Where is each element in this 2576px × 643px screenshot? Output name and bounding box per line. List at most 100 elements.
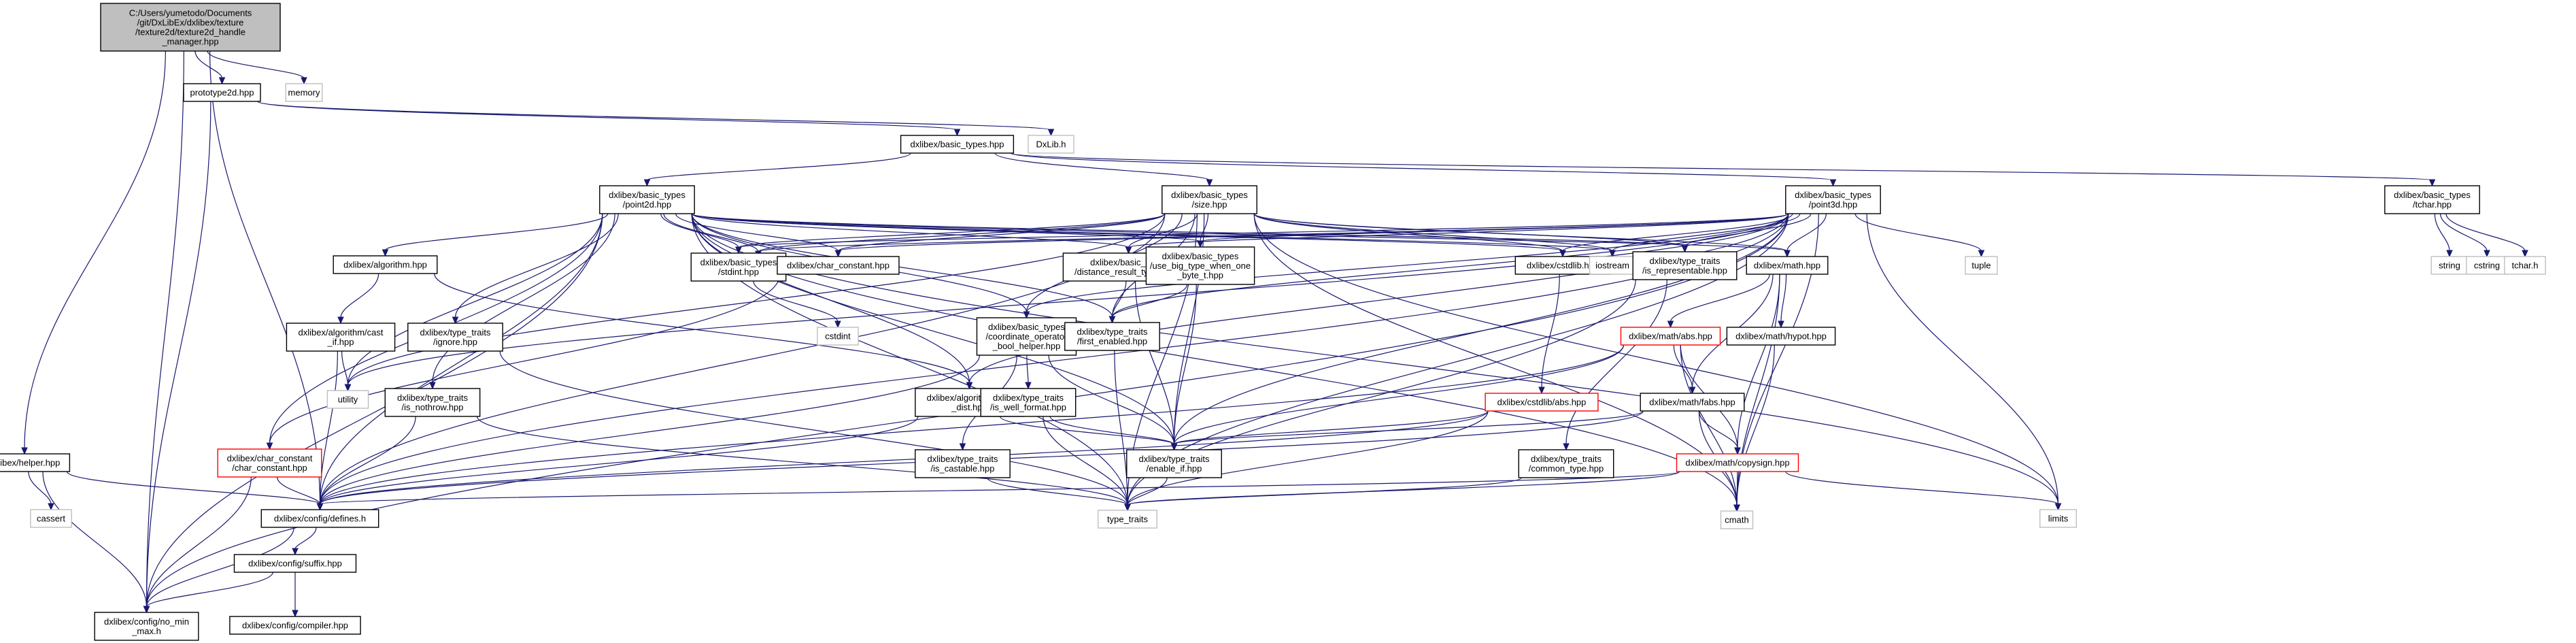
node-common_type[interactable]: dxlibex/type_traits/common_type.hpp (1518, 449, 1614, 478)
node-label: tchar.h (2511, 261, 2538, 271)
edge-point3d-to-char_constant_hpp (837, 213, 1789, 252)
arrowhead-suffix-to-compiler (292, 610, 299, 618)
edge-helper-to-defines (66, 471, 321, 505)
arrowhead-main-to-memory (301, 77, 307, 85)
node-label: dxlibex/type_traits (397, 393, 469, 403)
node-defines[interactable]: dxlibex/config/defines.h (260, 509, 379, 528)
edge-algorithm_hpp-to-safe_dist (434, 273, 970, 384)
node-cast_if[interactable]: dxlibex/algorithm/cast_if.hpp (286, 323, 396, 352)
edge-cc_cc-to-defines (277, 476, 321, 505)
node-label: utility (338, 395, 358, 405)
node-label: dxlibex/algorithm.hpp (343, 260, 427, 270)
node-copysign[interactable]: dxlibex/math/copysign.hpp (1676, 453, 1799, 472)
node-box-is_nothrow (384, 388, 481, 417)
edge-enable_if-to-type_traits (1127, 477, 1168, 506)
node-point3d[interactable]: dxlibex/basic_types/point3d.hpp (1785, 185, 1881, 214)
node-label: _manager.hpp (161, 37, 218, 47)
node-math_hpp[interactable]: dxlibex/math.hpp (1746, 256, 1829, 275)
node-helper[interactable]: dxlibex/helper.hpp (0, 453, 71, 472)
node-label: dxlibex/basic_types (988, 322, 1065, 332)
node-label: dxlibex/basic_types.hpp (910, 139, 1004, 150)
node-is_castable[interactable]: dxlibex/type_traits/is_castable.hpp (915, 449, 1011, 478)
edge-point3d-to-safe_dist (968, 213, 1789, 384)
node-algorithm_hpp[interactable]: dxlibex/algorithm.hpp (333, 255, 438, 274)
node-enable_if[interactable]: dxlibex/type_traits/enable_if.hpp (1126, 449, 1222, 478)
node-math_abs[interactable]: dxlibex/math/abs.hpp (1620, 327, 1721, 346)
node-prototype2d[interactable]: prototype2d.hpp (183, 83, 261, 102)
node-cstdlib_abs[interactable]: dxlibex/cstdlib/abs.hpp (1485, 393, 1599, 412)
arrowhead-main-to-prototype2d (218, 77, 226, 85)
edge-point2d-to-ignore (454, 213, 619, 318)
node-label: C:/Users/yumetodo/Documents (129, 8, 252, 18)
node-hypot[interactable]: dxlibex/math/hypot.hpp (1726, 327, 1836, 346)
edge-cstdlib_abs-to-enable_if (1173, 410, 1489, 445)
node-coord_op[interactable]: dxlibex/basic_types/coordinate_operator_… (976, 317, 1077, 356)
arrowhead-algorithm_hpp-to-safe_dist (966, 382, 973, 390)
node-label: dxlibex/config/suffix.hpp (248, 559, 342, 569)
node-label: dxlibex/type_traits (1138, 454, 1210, 464)
node-label: string (2439, 261, 2460, 271)
node-compiler[interactable]: dxlibex/config/compiler.hpp (229, 616, 361, 635)
arrowhead-point3d-to-coord_op (1023, 311, 1030, 319)
arrowhead-point3d-to-distance_result (1125, 246, 1132, 254)
arrowhead-copysign-to-defines (316, 503, 324, 511)
node-suffix[interactable]: dxlibex/config/suffix.hpp (233, 554, 357, 573)
arrowhead-prototype2d-to-dxlib_h (1047, 129, 1055, 137)
arrowhead-tchar_hpp-to-cstring (2484, 250, 2490, 258)
node-label: dxlibex/cstdlib/abs.hpp (1497, 397, 1587, 408)
node-box-defines (260, 509, 379, 528)
node-label: /is_well_format.hpp (990, 402, 1066, 412)
node-box-cc_cc (217, 448, 322, 478)
node-label: /point2d.hpp (623, 199, 672, 210)
node-char_constant_hpp[interactable]: dxlibex/char_constant.hpp (777, 256, 900, 275)
edge-point2d-to-enable_if (691, 213, 1175, 445)
node-label: /is_castable.hpp (931, 463, 995, 474)
arrowhead-defines-to-suffix (292, 548, 299, 556)
node-label: dxlibex/math.hpp (1754, 261, 1820, 271)
edge-main-to-memory (207, 50, 305, 79)
node-point2d[interactable]: dxlibex/basic_types/point2d.hpp (599, 185, 695, 214)
node-box-memory (285, 83, 323, 102)
node-box-coord_op (976, 317, 1077, 356)
node-basic_types[interactable]: dxlibex/basic_types.hpp (900, 135, 1015, 154)
node-box-utility (326, 390, 369, 409)
node-label: /coordinate_operator (986, 331, 1068, 342)
edge-defines-to-no_min_max (146, 527, 294, 608)
node-label: dxlibex/math/fabs.hpp (1649, 397, 1735, 408)
node-label: dxlibex/char_constant.hpp (787, 261, 889, 271)
node-size[interactable]: dxlibex/basic_types/size.hpp (1162, 185, 1257, 214)
node-label: dxlibex/basic_types (1162, 251, 1239, 261)
edge-point2d-to-algorithm_hpp (384, 213, 609, 251)
node-fabs[interactable]: dxlibex/math/fabs.hpp (1640, 393, 1745, 412)
node-box-use_big_type (1145, 246, 1255, 285)
node-ignore[interactable]: dxlibex/type_traits/ignore.hpp (407, 323, 503, 352)
edge-use_big_type-to-enable_if (1173, 284, 1197, 445)
edge-point2d-to-first_enabled (691, 213, 1113, 318)
node-use_big_type[interactable]: dxlibex/basic_types/use_big_type_when_on… (1145, 246, 1255, 285)
node-tchar_hpp[interactable]: dxlibex/basic_types/tchar.hpp (2384, 185, 2480, 214)
edge-point2d-to-cstdlib_hpp (691, 213, 1563, 252)
node-first_enabled[interactable]: dxlibex/type_traits/first_enabled.hpp (1064, 322, 1160, 351)
edge-basic_types-to-point3d (1010, 152, 1834, 181)
node-is_well_format[interactable]: dxlibex/type_traits/is_well_format.hpp (980, 388, 1077, 417)
node-label: cassert (37, 514, 65, 524)
arrowhead-use_big_type-to-first_enabled (1108, 316, 1116, 324)
arrowhead-basic_types-to-tchar_hpp (2428, 179, 2436, 187)
node-is_nothrow[interactable]: dxlibex/type_traits/is_nothrow.hpp (384, 388, 481, 417)
node-no_min_max[interactable]: dxlibex/config/no_min_max.h (94, 612, 199, 641)
edge-defines-to-suffix (294, 527, 317, 550)
node-box-math_hpp (1746, 256, 1829, 275)
node-box-no_min_max (94, 612, 199, 641)
node-is_representable[interactable]: dxlibex/type_traits/is_representable.hpp (1632, 251, 1738, 280)
node-cc_cc[interactable]: dxlibex/char_constant/char_constant.hpp (217, 448, 322, 478)
nodes-layer: C:/Users/yumetodo/Documents/git/DxLibEx/… (0, 3, 2546, 641)
node-stdint_hpp[interactable]: dxlibex/basic_types/stdint.hpp (690, 252, 787, 282)
arrowhead-basic_types-to-size (1206, 179, 1213, 187)
edge-point3d-to-stdint_hpp (738, 213, 1789, 248)
node-label: /ignore.hpp (433, 337, 477, 347)
edge-tchar_hpp-to-tchar_h (2445, 213, 2526, 252)
edge-basic_types-to-point2d (646, 152, 911, 181)
node-box-point2d (599, 185, 695, 214)
node-main[interactable]: C:/Users/yumetodo/Documents/git/DxLibEx/… (100, 3, 281, 52)
node-cstdint: cstdint (817, 327, 859, 346)
